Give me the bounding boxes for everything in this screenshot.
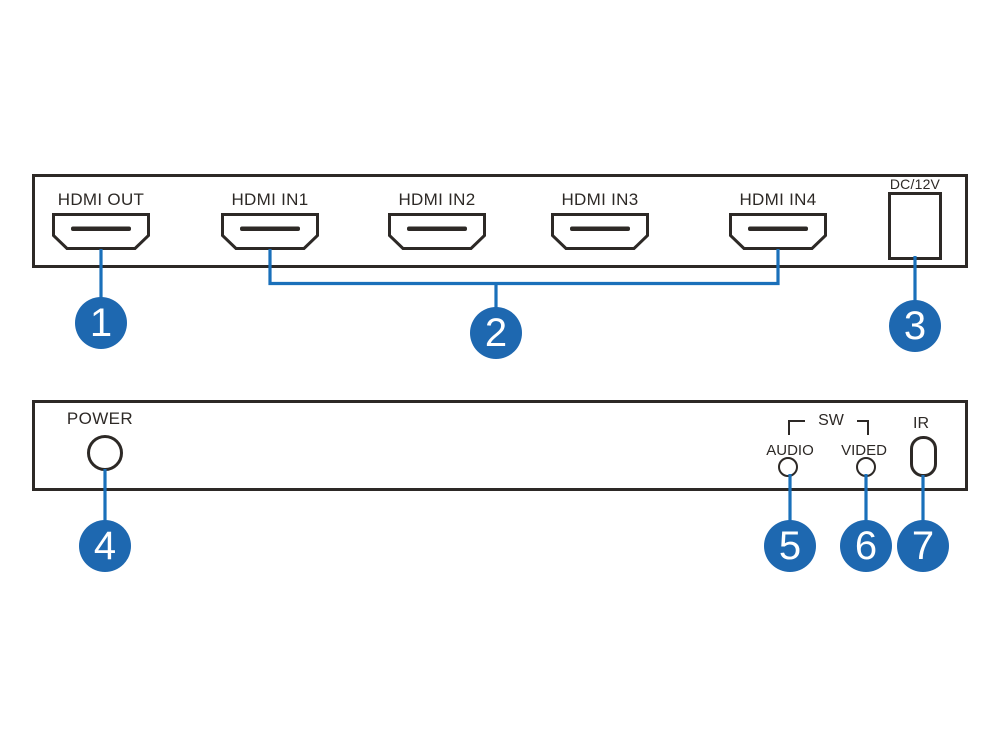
hdmi-connector-icon — [388, 213, 486, 250]
callout-3-number: 3 — [903, 304, 927, 348]
hdmi-in3-port: HDMI IN3 — [540, 190, 660, 250]
hdmi-in1-port: HDMI IN1 — [210, 190, 330, 250]
sw-bracket-right — [850, 420, 869, 435]
sw-label: SW — [805, 412, 857, 430]
callout-5: 5 — [764, 520, 816, 572]
hdmi-in2-label: HDMI IN2 — [398, 190, 476, 209]
callout-2: 2 — [470, 307, 522, 359]
hdmi-connector-icon — [52, 213, 150, 250]
callout-2-number: 2 — [484, 311, 508, 355]
hdmi-out-port: HDMI OUT — [41, 190, 161, 250]
power-button — [87, 435, 123, 471]
hdmi-in4-port: HDMI IN4 — [718, 190, 838, 250]
callout-7: 7 — [897, 520, 949, 572]
video-switch-button — [856, 457, 876, 477]
hdmi-connector-icon — [221, 213, 319, 250]
hdmi-in3-label: HDMI IN3 — [561, 190, 639, 209]
dc-power-jack — [888, 192, 942, 260]
callout-4: 4 — [79, 520, 131, 572]
front-panel: POWER SW AUDIO VIDED IR — [32, 400, 968, 491]
sw-bracket-left — [788, 420, 812, 435]
ir-label: IR — [913, 415, 929, 432]
hdmi-in1-label: HDMI IN1 — [231, 190, 309, 209]
callout-1: 1 — [75, 297, 127, 349]
rear-panel: HDMI OUT HDMI IN1 HDMI IN2 HDMI IN3 — [32, 174, 968, 268]
callout-1-number: 1 — [89, 301, 113, 345]
hdmi-out-label: HDMI OUT — [57, 190, 145, 209]
ir-receiver-window — [910, 436, 937, 477]
power-label: POWER — [66, 409, 134, 428]
callout-6-number: 6 — [854, 524, 878, 568]
callout-6: 6 — [840, 520, 892, 572]
hdmi-in4-label: HDMI IN4 — [739, 190, 817, 209]
hdmi-connector-icon — [729, 213, 827, 250]
audio-switch-button — [778, 457, 798, 477]
callout-7-number: 7 — [911, 524, 935, 568]
audio-button-label: AUDIO — [766, 442, 814, 459]
dc-power-label: DC/12V — [889, 176, 941, 192]
video-button-label: VIDED — [841, 442, 887, 459]
hdmi-connector-icon — [551, 213, 649, 250]
callout-4-number: 4 — [93, 524, 117, 568]
callout-5-number: 5 — [778, 524, 802, 568]
hdmi-in2-port: HDMI IN2 — [377, 190, 497, 250]
callout-3: 3 — [889, 300, 941, 352]
